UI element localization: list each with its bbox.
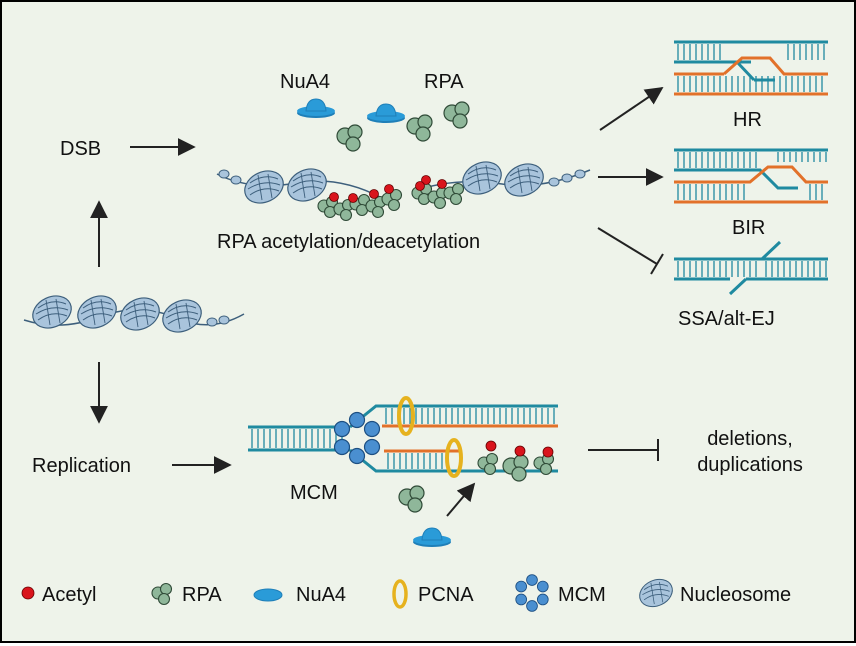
duplications-label: duplications <box>697 454 803 476</box>
ssa-label: SSA/alt-EJ <box>678 308 775 330</box>
rpa-label: RPA <box>424 71 464 93</box>
legend-rpa: RPA <box>182 584 222 606</box>
arrow-to-hr <box>599 86 664 131</box>
rpa-icon <box>443 101 470 129</box>
dsb-chromatin <box>216 155 591 222</box>
pcna-ring-icon <box>392 579 408 609</box>
bir-label: BIR <box>732 217 765 239</box>
rpa-icon <box>336 124 363 152</box>
replication-label: Replication <box>32 455 131 477</box>
hr-label: HR <box>733 109 762 131</box>
mcm-helicase-icon <box>333 411 381 465</box>
nua4-icon <box>296 98 336 119</box>
arrow-nua4-to-rpa <box>446 482 476 517</box>
legend-nucleosome: Nucleosome <box>680 584 791 606</box>
pcna-ring-icon <box>445 438 463 478</box>
mcm-helicase-icon <box>515 574 549 612</box>
rpa-acetylation-label: RPA acetylation/deacetylation <box>217 231 480 253</box>
rpa-icon <box>406 114 433 142</box>
deletions-label: deletions, <box>707 428 793 450</box>
inhibit-to-deletions <box>588 439 659 461</box>
acetyl-icon <box>21 586 35 600</box>
legend-mcm: MCM <box>558 584 606 606</box>
nua4-label: NuA4 <box>280 71 330 93</box>
hr-dna-diagram <box>674 40 828 96</box>
nua4-icon <box>366 103 406 124</box>
nua4-icon <box>253 588 283 602</box>
inhibit-to-ssa <box>597 227 664 275</box>
mcm-label: MCM <box>290 482 338 504</box>
bir-dna-diagram <box>674 148 828 204</box>
legend-pcna: PCNA <box>418 584 474 606</box>
replication-fork <box>248 396 558 482</box>
nucleosome-icon <box>634 573 678 613</box>
legend: Acetyl RPA NuA4 PCNA MCM Nucleosome <box>21 573 791 613</box>
pcna-ring-icon <box>397 396 415 436</box>
legend-nua4: NuA4 <box>296 584 346 606</box>
chromatin-array <box>23 289 245 339</box>
rpa-icon <box>151 582 173 606</box>
rpa-icon <box>398 485 425 513</box>
ssa-dna-diagram <box>674 240 828 296</box>
legend-acetyl: Acetyl <box>42 584 96 606</box>
nua4-icon <box>412 527 452 548</box>
dsb-label: DSB <box>60 138 101 160</box>
